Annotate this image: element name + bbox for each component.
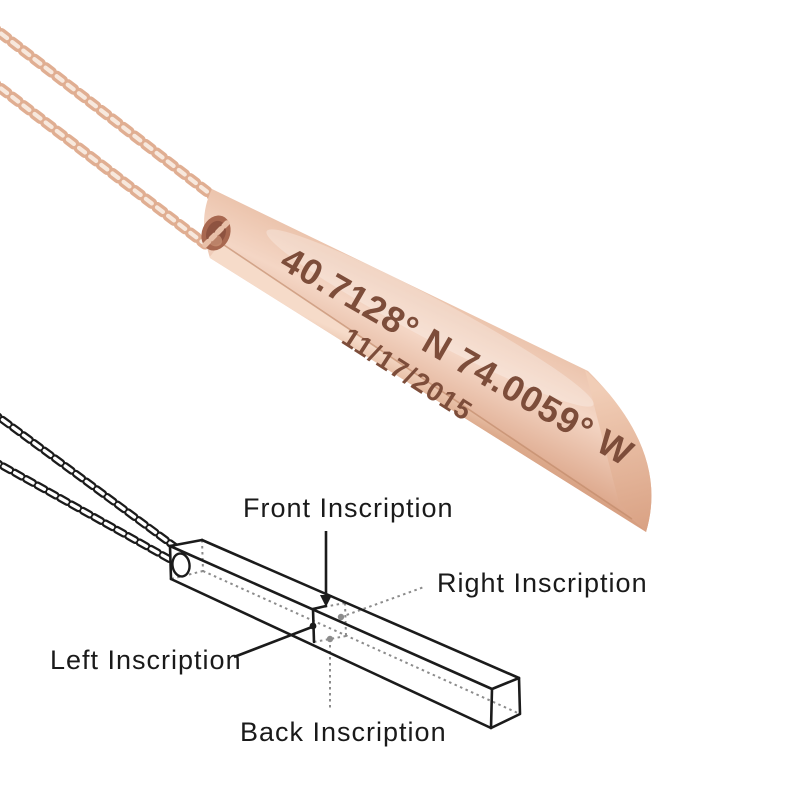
label-front-inscription: Front Inscription xyxy=(243,493,454,523)
photo-chain-strand-upper xyxy=(0,25,220,203)
front-inscription-arrowhead xyxy=(320,595,332,607)
back-face-marker-dot xyxy=(326,635,334,643)
bar-top-face xyxy=(203,189,652,532)
bar-highlight xyxy=(266,229,594,407)
label-back-inscription: Back Inscription xyxy=(240,717,447,747)
photo-chain-strand-lower xyxy=(0,80,211,250)
diagram-section: Front Inscription Right Inscription Left… xyxy=(0,412,648,747)
wireframe-hidden-edges xyxy=(170,539,521,715)
left-face-marker-dot xyxy=(309,622,317,630)
chain-through-hole xyxy=(202,220,230,248)
diagram-chain-strand-lower xyxy=(0,459,184,569)
pendant-bar: 40.7128° N 74.0059° W 11/17/2015 xyxy=(201,189,652,532)
wireframe-hole xyxy=(171,552,191,578)
diagram-chain-strand-upper xyxy=(0,412,186,556)
bar-front-face xyxy=(208,243,650,532)
left-inscription-pointer xyxy=(233,625,313,659)
wireframe-solid-edges xyxy=(168,538,522,730)
label-left-inscription: Left Inscription xyxy=(50,645,242,675)
right-face-marker-dot xyxy=(337,613,345,621)
photo-section: 40.7128° N 74.0059° W 11/17/2015 xyxy=(0,25,652,532)
engraving-line1: 40.7128° N 74.0059° W xyxy=(274,238,641,474)
bar-end-cap xyxy=(585,370,652,532)
label-right-inscription: Right Inscription xyxy=(437,568,648,598)
bar-face-seam xyxy=(220,242,633,520)
right-inscription-guide xyxy=(340,586,425,618)
